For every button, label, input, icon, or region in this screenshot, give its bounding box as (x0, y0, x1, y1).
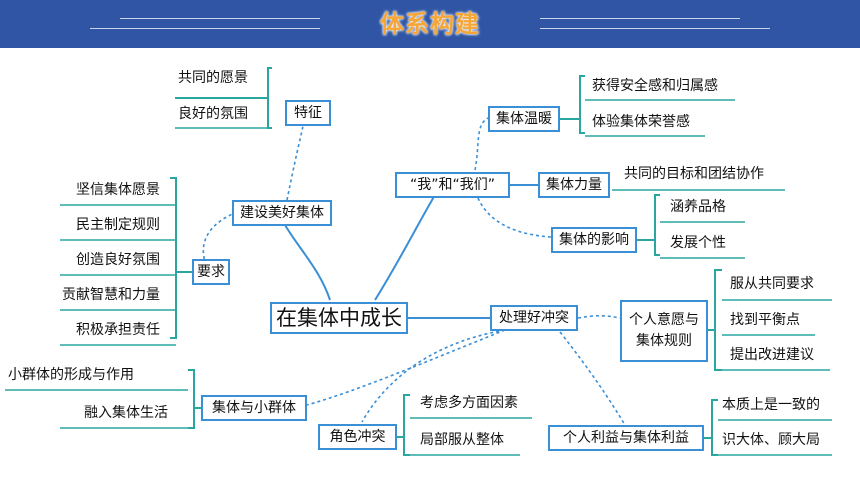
bracket-yaoqiu (170, 177, 177, 339)
leaf-text: 共同的目标和团结协作 (624, 166, 764, 182)
center-node: 在集体中成长 (270, 302, 408, 334)
leaf-text: 坚信集体愿景 (76, 182, 160, 198)
node-liliang: 集体力量 (538, 172, 610, 198)
leaf-text: 涵养品格 (670, 199, 726, 215)
leaf-text: 提出改进建议 (730, 347, 814, 363)
node-yaoqiu: 要求 (192, 259, 230, 285)
node-women: “我”和“我们” (395, 172, 510, 198)
link-jianshe-yaoqiu (202, 211, 238, 263)
leaf-text: 找到平衡点 (730, 312, 800, 328)
node-chuli: 处理好冲突 (490, 305, 578, 331)
page-title: 体系构建 (380, 10, 480, 38)
link-center-jianshe (284, 224, 331, 301)
leaf-text: 识大体、顾大局 (722, 432, 820, 448)
bracket-juese (403, 394, 410, 456)
leaf-text: 体验集体荣誉感 (592, 114, 690, 130)
link-chuli-geren (577, 314, 621, 319)
bracket-yingxiang (654, 194, 660, 256)
node-geren-yiyuan-line1: 个人意愿与 (629, 312, 699, 328)
leaf-text: 良好的氛围 (178, 106, 248, 122)
leaf-text: 获得安全感和归属感 (592, 78, 718, 94)
node-liyi: 个人利益与集体利益 (548, 425, 704, 451)
leaf-text: 民主制定规则 (76, 217, 160, 233)
node-xiaoqunti: 集体与小群体 (201, 395, 307, 421)
leaf-text: 融入集体生活 (84, 405, 168, 421)
link-women-wennuan (474, 117, 489, 171)
link-women-yingxiang (477, 197, 552, 238)
header-rule (90, 28, 320, 29)
node-geren-yiyuan-line2: 集体规则 (636, 333, 692, 349)
bracket-xiaoqunti (188, 369, 195, 429)
leaf-text: 创造良好氛围 (76, 252, 160, 268)
node-jianshe: 建设美好集体 (232, 200, 332, 226)
leaf-text: 小群体的形成与作用 (8, 367, 134, 383)
leaf-text: 考虑多方面因素 (420, 395, 518, 411)
link-chuli-xiaoqunti (306, 329, 506, 406)
link-center-women (374, 194, 436, 301)
bracket-liyi (711, 399, 718, 456)
bracket-geren (714, 269, 722, 371)
node-wennuan: 集体温暖 (488, 106, 560, 132)
bracket-wennuan (579, 75, 585, 134)
node-yingxiang: 集体的影响 (551, 227, 637, 253)
leaf-text: 局部服从整体 (420, 432, 504, 448)
node-geren-yiyuan: 个人意愿与 集体规则 (620, 300, 708, 362)
link-chuli-liyi (559, 331, 626, 426)
leaf-text: 共同的愿景 (178, 70, 248, 86)
node-tezheng: 特征 (285, 100, 331, 126)
leaf-text: 发展个性 (670, 235, 726, 251)
leaf-text: 积极承担责任 (76, 322, 160, 338)
header-bar: 体系构建 (0, 0, 860, 48)
header-rule (540, 18, 740, 19)
header-rule (540, 28, 770, 29)
node-juese: 角色冲突 (318, 424, 397, 450)
bracket-tezheng (267, 67, 272, 129)
leaf-text: 贡献智慧和力量 (62, 287, 160, 303)
leaf-text: 本质上是一致的 (722, 397, 820, 413)
header-rule (120, 18, 320, 19)
link-jianshe-tezheng (286, 125, 304, 201)
leaf-text: 服从共同要求 (730, 276, 814, 292)
